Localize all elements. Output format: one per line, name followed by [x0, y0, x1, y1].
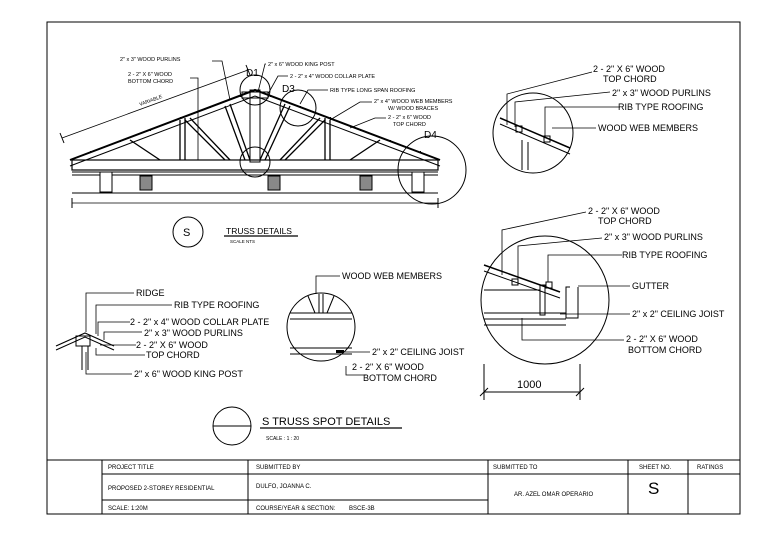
king-post-label: 2" x 6" WOOD KING POST [268, 62, 335, 68]
sheet-no-label: SHEET NO. [639, 465, 672, 471]
spot-scale: SCALE : 1 : 20 [266, 436, 299, 442]
detail-d2: WOOD WEB MEMBERS 2" x 2" CEILING JOIST 2… [286, 271, 465, 383]
d3-marker: D3 [282, 84, 295, 95]
d3-purlins: 2" x 3" WOOD PURLINS [612, 88, 711, 98]
truss-title: S TRUSS DETAILS SCALE NTS [172, 216, 298, 248]
sheet-border [46, 21, 741, 515]
title-block: PROJECT TITLE PROPOSED 2-STOREY RESIDENT… [47, 459, 740, 514]
submitted-to-label: SUBMITTED TO [493, 465, 538, 471]
detail-d4: 2 - 2" X 6" WOOD TOP CHORD 2" x 3" WOOD … [479, 206, 725, 400]
sheet-no: S [648, 479, 659, 498]
bottom-chord-label-1: 2 - 2" X 6" WOOD [128, 72, 172, 78]
submitted-by-label: SUBMITTED BY [256, 465, 300, 471]
detail-d1: RIDGE RIB TYPE ROOFING 2 - 2" x 4" WOOD … [55, 288, 269, 379]
d2-web: WOOD WEB MEMBERS [342, 271, 442, 281]
spot-details-title: S TRUSS SPOT DETAILS SCALE : 1 : 20 [212, 406, 402, 446]
d1-roofing: RIB TYPE ROOFING [174, 300, 259, 310]
d4-dimension: 1000 [517, 379, 541, 391]
d1-purlins: 2" x 3" WOOD PURLINS [144, 328, 243, 338]
course-value: BSCE-3B [349, 506, 375, 512]
d1-marker: D1 [246, 68, 259, 79]
web-members-label-1: 2" x 4" WOOD WEB MEMBERS [374, 99, 453, 105]
truss-scale: SCALE NTS [230, 239, 255, 244]
detail-circle-d4 [397, 135, 467, 205]
d2-joist: 2" x 2" CEILING JOIST [372, 347, 465, 357]
course-label: COURSE/YEAR & SECTION: [256, 506, 336, 512]
d3-top-chord-2: TOP CHORD [603, 74, 657, 84]
project-title: PROPOSED 2-STOREY RESIDENTIAL [108, 486, 215, 492]
submitted-by: DULFO, JOANNA C. [256, 484, 312, 490]
d4-purlins: 2" x 3" WOOD PURLINS [604, 232, 703, 242]
d1-top-chord-2: TOP CHORD [146, 350, 200, 360]
d4-gutter: GUTTER [632, 281, 669, 291]
truss-elevation: 2" x 3" WOOD PURLINS 2 - 2" X 6" WOOD BO… [59, 57, 467, 208]
ratings-label: RATINGS [697, 465, 723, 471]
collar-plate-label: 2 - 2" x 4" WOOD COLLAR PLATE [290, 74, 375, 80]
d1-top-chord-1: 2 - 2" X 6" WOOD [136, 340, 208, 350]
d4-bottom-chord-1: 2 - 2" X 6" WOOD [626, 334, 698, 344]
d2-bottom-chord-2: BOTTOM CHORD [363, 373, 437, 383]
d3-web: WOOD WEB MEMBERS [598, 123, 698, 133]
d4-roofing: RIB TYPE ROOFING [622, 250, 707, 260]
d3-roofing: RIB TYPE ROOFING [618, 102, 703, 112]
submitted-to: AR. AZEL OMAR OPERARIO [514, 492, 593, 498]
d4-marker: D4 [424, 130, 437, 141]
d4-joist: 2" x 2" CEILING JOIST [632, 309, 725, 319]
d2-bottom-chord-1: 2 - 2" X 6" WOOD [352, 362, 424, 372]
rib-roofing-label: RIB TYPE LONG SPAN ROOFING [330, 88, 415, 94]
d3-top-chord-1: 2 - 2" X 6" WOOD [593, 64, 665, 74]
detail-circle-d2 [239, 146, 271, 178]
top-chord-label-1: 2 - 2" x 6" WOOD [388, 115, 431, 121]
spot-title: S TRUSS SPOT DETAILS [262, 416, 390, 428]
top-chord-label-2: TOP CHORD [393, 122, 426, 128]
d1-king-post: 2" x 6" WOOD KING POST [134, 369, 243, 379]
detail-circle-d3 [279, 89, 317, 127]
scale-value: SCALE: 1:20M [108, 506, 148, 512]
detail-d3: 2 - 2" X 6" WOOD TOP CHORD 2" x 3" WOOD … [492, 64, 711, 174]
project-title-label: PROJECT TITLE [108, 465, 154, 471]
truss-details-title: TRUSS DETAILS [226, 226, 292, 236]
d4-top-chord-2: TOP CHORD [598, 216, 652, 226]
d1-ridge: RIDGE [136, 288, 165, 298]
web-members-label-2: W/ WOOD BRACES [388, 106, 438, 112]
truss-symbol: S [183, 227, 190, 239]
d4-top-chord-1: 2 - 2" X 6" WOOD [588, 206, 660, 216]
purlins-label: 2" x 3" WOOD PURLINS [120, 57, 181, 63]
d1-collar: 2 - 2" x 4" WOOD COLLAR PLATE [130, 317, 269, 327]
bottom-chord-label-2: BOTTOM CHORD [128, 79, 173, 85]
d4-bottom-chord-2: BOTTOM CHORD [628, 345, 702, 355]
